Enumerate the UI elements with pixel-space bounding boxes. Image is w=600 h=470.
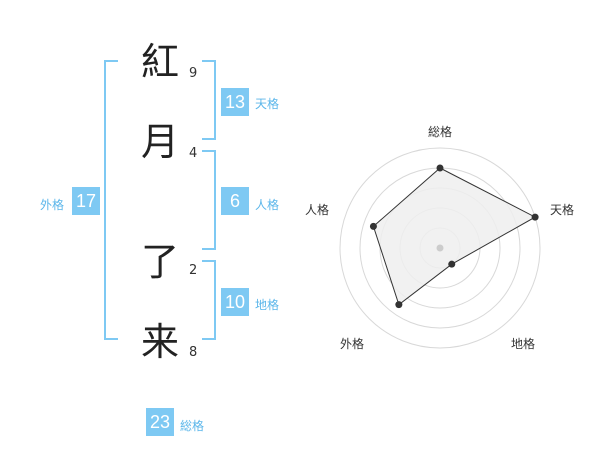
jinkaku-value: 6	[221, 187, 249, 215]
chikaku-value: 10	[221, 288, 249, 316]
chikaku-label: 地格	[255, 298, 280, 312]
radar-point-4	[395, 301, 403, 309]
radar-polygon	[372, 167, 537, 306]
radar-label-soukaku: 総格	[428, 125, 453, 139]
radar-label-jinkaku: 人格	[305, 203, 330, 217]
radar-point-1	[436, 164, 444, 172]
gaikaku-value: 17	[72, 187, 100, 215]
stroke-count-2: 4	[189, 146, 198, 161]
radar-label-chikaku: 地格	[511, 337, 536, 351]
tenkaku-value: 13	[221, 88, 249, 116]
radar-center-dot	[436, 244, 444, 252]
soukaku-value: 23	[146, 408, 174, 436]
gaikaku-bracket	[104, 60, 118, 340]
name-char-3: 了	[140, 240, 179, 284]
name-char-2: 月	[140, 120, 179, 164]
tenkaku-label: 天格	[255, 97, 280, 111]
radar-point-3	[448, 260, 456, 268]
jinkaku-bracket	[202, 150, 216, 250]
radar-label-gaikaku: 外格	[340, 337, 365, 351]
stroke-count-1: 9	[189, 66, 198, 81]
radar-point-2	[531, 213, 539, 221]
soukaku-label: 総格	[180, 419, 205, 433]
name-char-4: 来	[140, 320, 179, 364]
name-char-1: 紅	[140, 40, 179, 84]
gaikaku-label: 外格	[40, 198, 65, 212]
stroke-count-4: 8	[189, 345, 198, 360]
tenkaku-bracket	[202, 60, 216, 140]
jinkaku-label: 人格	[255, 198, 280, 212]
chikaku-bracket	[202, 260, 216, 340]
radar-label-tenkaku: 天格	[550, 203, 575, 217]
radar-point-5	[369, 222, 377, 230]
stroke-count-3: 2	[189, 263, 198, 278]
radar-ring	[339, 147, 541, 349]
